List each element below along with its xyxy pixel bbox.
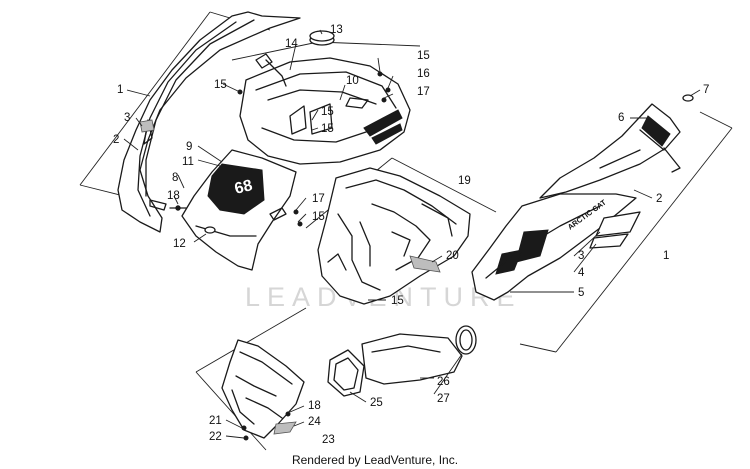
callout-23: 23 (322, 434, 335, 446)
number-decal (207, 163, 265, 215)
decal-number: 68 (233, 177, 254, 198)
callout-5: 5 (578, 287, 584, 299)
callout-1-left: 1 (117, 84, 123, 96)
callout-19: 19 (458, 175, 471, 187)
washer-17 (381, 97, 387, 103)
hood-opening-left (289, 105, 307, 135)
callout-15-c: 15 (321, 106, 334, 118)
callout-labels: 1 3 2 8 18 14 13 15 15 16 17 10 15 15 9 … (113, 24, 709, 446)
inner-liner-group (305, 157, 497, 305)
hood-opening-center (309, 103, 333, 135)
callout-12: 12 (173, 238, 186, 250)
callout-26: 26 (437, 376, 450, 388)
decal-3 (595, 211, 641, 237)
decal-4 (589, 233, 629, 249)
callout-13: 13 (330, 24, 343, 36)
group-bracket-left-top (79, 11, 211, 186)
callout-8: 8 (172, 172, 178, 184)
callout-16: 16 (417, 68, 430, 80)
callout-7: 7 (703, 84, 709, 96)
callout-3-left: 3 (124, 112, 130, 124)
trim-stripe-black (641, 115, 671, 147)
callout-3-right: 3 (578, 250, 584, 262)
right-side-panel[interactable] (471, 193, 637, 301)
callout-10: 10 (346, 75, 359, 87)
fuel-gauge-wire (255, 53, 273, 69)
callout-2-right: 2 (656, 193, 662, 205)
bumper-24 (273, 421, 297, 435)
callout-20: 20 (446, 250, 459, 262)
right-side-panel-group: ARCTIC CAT (471, 94, 733, 353)
callout-22: 22 (209, 431, 222, 443)
callout-11: 11 (182, 156, 194, 168)
callout-27: 27 (437, 393, 450, 405)
callout-15-e: 15 (391, 295, 404, 307)
air-intake-group (327, 325, 477, 397)
callout-15-a: 15 (214, 79, 227, 91)
callout-1-right: 1 (663, 250, 669, 262)
callout-15-d: 15 (312, 211, 325, 223)
grommet-7 (682, 94, 694, 102)
callout-17-a: 17 (417, 86, 430, 98)
callout-15-b: 15 (417, 50, 430, 62)
screw-21 (241, 425, 247, 431)
liner-insert-20 (409, 255, 441, 273)
callout-25: 25 (370, 397, 383, 409)
callout-24: 24 (308, 416, 321, 428)
hood-vent-right-2 (371, 123, 403, 145)
clip-16 (385, 87, 391, 93)
intake-duct-26[interactable] (361, 333, 463, 385)
hood-vent-right (363, 109, 403, 137)
hood-slot (345, 97, 369, 109)
screw-18-b (285, 411, 291, 417)
leader-lines (123, 29, 701, 439)
nose-hole (204, 226, 216, 234)
callout-4: 4 (578, 267, 585, 279)
callout-15-hood: 15 (321, 123, 334, 135)
screw-15-b (377, 71, 383, 77)
footer-credit: Rendered by LeadVenture, Inc. (291, 453, 459, 467)
callout-18-right: 18 (308, 400, 321, 412)
upper-hood-panel[interactable] (239, 57, 411, 165)
callout-17-b: 17 (312, 193, 325, 205)
side-panel-insert (149, 199, 167, 211)
lower-bezel-group (195, 307, 307, 451)
callout-2-left: 2 (113, 134, 119, 146)
right-upper-trim[interactable] (539, 103, 681, 199)
upper-hood-group (231, 30, 421, 165)
callout-18-left: 18 (167, 190, 180, 202)
callout-6: 6 (618, 112, 624, 124)
screw-15-c (293, 209, 299, 215)
callout-14: 14 (285, 38, 298, 50)
callout-21: 21 (209, 415, 222, 427)
washer-17-b (297, 221, 303, 227)
left-side-panel-group (79, 11, 301, 233)
nose-cone-group: 68 (181, 149, 303, 271)
washer-22 (243, 435, 249, 441)
side-panel-clip (139, 119, 155, 133)
callout-9: 9 (186, 141, 192, 153)
